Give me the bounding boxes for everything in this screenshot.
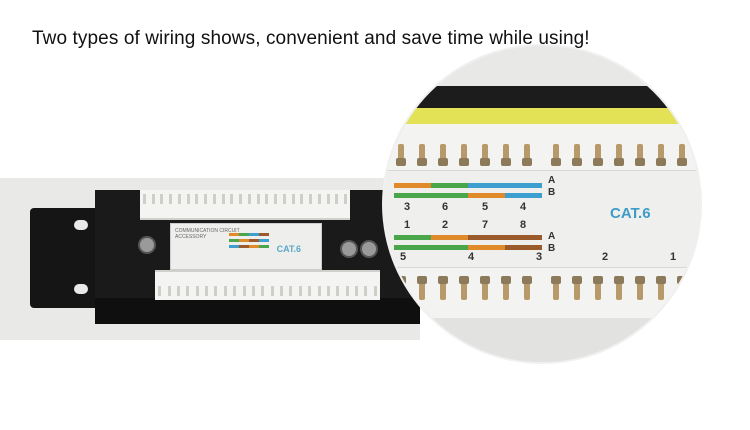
idc-pin [574, 144, 580, 162]
idc-pin [503, 282, 509, 300]
idc-pin-head [572, 276, 582, 284]
ab-label-b-bottom: B [548, 243, 556, 254]
wire-row-a-1 [394, 183, 542, 188]
wire-number: 5 [482, 201, 489, 213]
idc-pin [503, 144, 509, 162]
idc-pin-head [522, 158, 532, 166]
port-number: 4 [468, 251, 475, 263]
idc-pin [679, 282, 685, 300]
idc-pin [574, 282, 580, 300]
screw-icon [340, 240, 358, 258]
idc-pin-head [593, 158, 603, 166]
idc-pin [440, 282, 446, 300]
idc-pin [419, 282, 425, 300]
idc-pin [595, 282, 601, 300]
ab-label-b-top: B [548, 187, 556, 198]
panel-base [95, 298, 420, 324]
idc-pin [616, 144, 622, 162]
wire-number: 8 [520, 219, 527, 231]
idc-pin-head [417, 158, 427, 166]
headline: Two types of wiring shows, convenient an… [32, 28, 590, 49]
port-number: 2 [602, 251, 609, 263]
idc-pin [461, 144, 467, 162]
ab-label-a-top: A [548, 175, 556, 186]
idc-pin [658, 144, 664, 162]
idc-pin [398, 144, 404, 162]
wire-number: 4 [520, 201, 527, 213]
mini-wiring-label: COMMUNICATION CIRCUIT ACCESSORY CAT.6 [170, 223, 322, 270]
idc-pin-head [522, 276, 532, 284]
idc-pin-head [593, 276, 603, 284]
mini-label-line-1: COMMUNICATION CIRCUIT [175, 228, 240, 234]
idc-pin-head [551, 276, 561, 284]
wire-row-a-2 [394, 193, 542, 198]
idc-pin [553, 282, 559, 300]
panel-top-edge [384, 86, 700, 108]
idc-pin-head [656, 276, 666, 284]
mini-label-line-2: ACCESSORY [175, 234, 207, 240]
mini-cat-label: CAT.6 [276, 244, 301, 254]
wire-number: 7 [482, 219, 489, 231]
idc-pin [482, 144, 488, 162]
idc-pin [419, 144, 425, 162]
wire-number: 6 [442, 201, 449, 213]
idc-pin-head [438, 276, 448, 284]
wire-row-b-2 [394, 245, 542, 250]
port-number: 5 [400, 251, 407, 263]
idc-pin [679, 144, 685, 162]
idc-block-bottom [384, 268, 700, 318]
idc-pin-head [677, 158, 687, 166]
idc-pin-head [480, 158, 490, 166]
idc-pin-head [656, 158, 666, 166]
screw-icon [138, 236, 156, 254]
idc-pin-head [551, 158, 561, 166]
idc-pin-head [501, 276, 511, 284]
wiring-label: A B 3 6 5 4 1 2 7 8 A B CAT.6 5 4 3 2 1 [384, 170, 700, 268]
idc-pin-head [635, 158, 645, 166]
mini-wire-diagram [229, 230, 269, 264]
idc-pin [616, 282, 622, 300]
idc-pin-head [614, 158, 624, 166]
cat6-label: CAT.6 [610, 205, 651, 222]
panel-lower [384, 318, 700, 362]
idc-pin [595, 144, 601, 162]
wire-number: 1 [404, 219, 411, 231]
punch-down-block-top [140, 190, 350, 220]
wire-number: 2 [442, 219, 449, 231]
idc-pin [658, 282, 664, 300]
yellow-strip [384, 108, 700, 124]
idc-pin-head [396, 158, 406, 166]
idc-pin-head [635, 276, 645, 284]
idc-pin-head [459, 276, 469, 284]
idc-pin-head [396, 276, 406, 284]
idc-pin [524, 282, 530, 300]
idc-pin-head [572, 158, 582, 166]
idc-pin [637, 282, 643, 300]
idc-pin-head [614, 276, 624, 284]
punch-down-block-bottom [155, 270, 380, 300]
screw-icon [360, 240, 378, 258]
wire-row-b-1 [394, 235, 542, 240]
idc-pin [398, 282, 404, 300]
idc-pin [553, 144, 559, 162]
idc-pin-head [677, 276, 687, 284]
idc-pin-head [459, 158, 469, 166]
idc-pin-head [501, 158, 511, 166]
idc-pin [461, 282, 467, 300]
idc-pin [524, 144, 530, 162]
zoom-magnifier: A B 3 6 5 4 1 2 7 8 A B CAT.6 5 4 3 2 1 [384, 46, 700, 362]
idc-pin [440, 144, 446, 162]
ab-label-a-bottom: A [548, 231, 556, 242]
idc-pin [637, 144, 643, 162]
port-number: 3 [536, 251, 543, 263]
idc-block-top [384, 124, 700, 170]
wire-number: 3 [404, 201, 411, 213]
idc-pin [482, 282, 488, 300]
idc-pin-head [480, 276, 490, 284]
idc-pin-head [417, 276, 427, 284]
port-number: 1 [670, 251, 677, 263]
idc-pin-head [438, 158, 448, 166]
patch-panel-photo: COMMUNICATION CIRCUIT ACCESSORY CAT.6 [0, 178, 420, 340]
